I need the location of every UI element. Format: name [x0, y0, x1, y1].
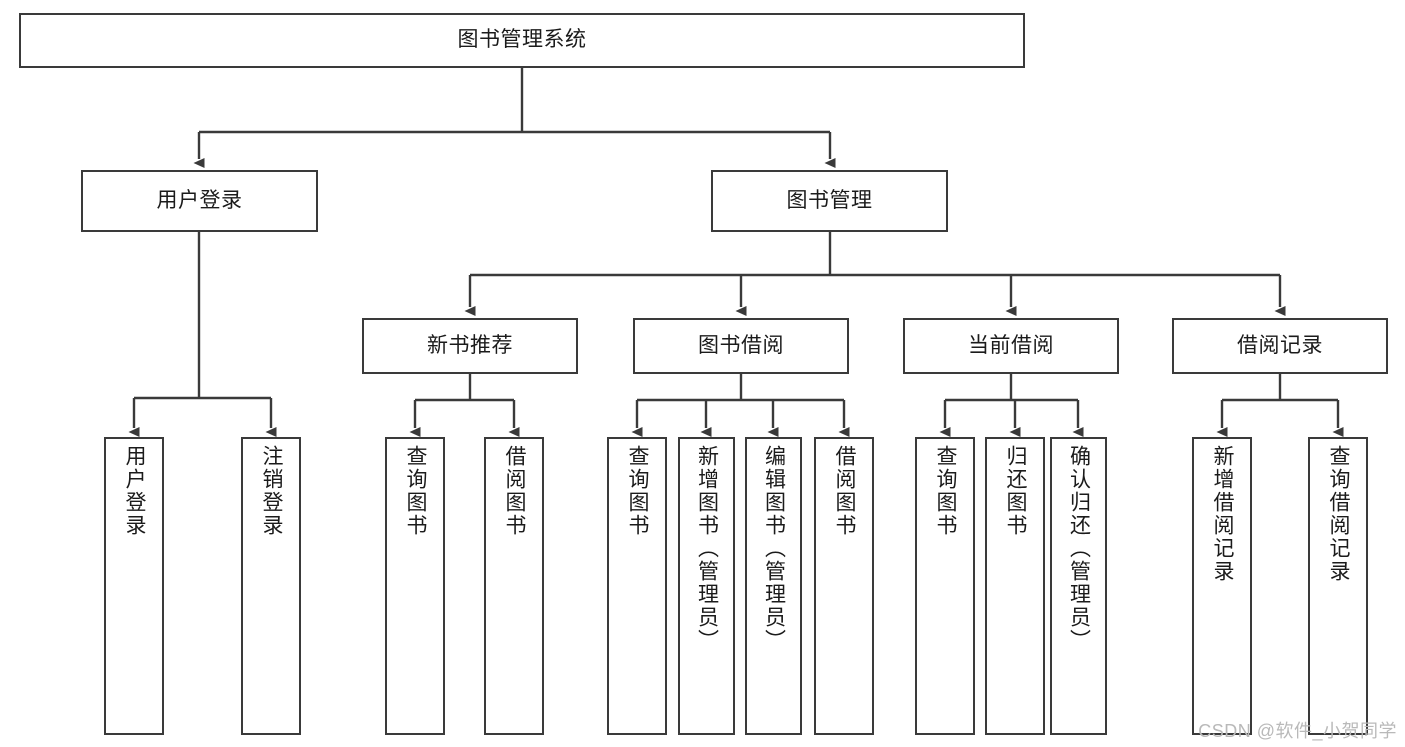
node-new-book-rec[interactable]: 新书推荐 — [362, 318, 578, 374]
node-user-logout[interactable]: 注销登录 — [241, 437, 301, 735]
node-borrow-record[interactable]: 借阅记录 — [1172, 318, 1388, 374]
node-br-add-record[interactable]: 新增借阅记录 — [1192, 437, 1252, 735]
node-cb-return-book-label: 归还图书 — [1004, 445, 1028, 537]
node-bb-edit-book-label: 编辑图书（管理员） — [762, 445, 786, 652]
node-cb-return-book[interactable]: 归还图书 — [985, 437, 1045, 735]
node-bb-query-book[interactable]: 查询图书 — [607, 437, 667, 735]
node-bb-edit-book[interactable]: 编辑图书（管理员） — [745, 437, 802, 735]
node-rec-borrow-book[interactable]: 借阅图书 — [484, 437, 544, 735]
node-borrow-record-label: 借阅记录 — [1237, 333, 1323, 357]
watermark-text: CSDN @软件_小贺同学 — [1198, 721, 1397, 741]
node-bb-borrow-book-label: 借阅图书 — [833, 445, 857, 537]
node-bb-add-book-label: 新增图书（管理员） — [695, 445, 719, 652]
node-user-login-do[interactable]: 用户登录 — [104, 437, 164, 735]
node-rec-query-book[interactable]: 查询图书 — [385, 437, 445, 735]
node-current-borrow[interactable]: 当前借阅 — [903, 318, 1119, 374]
node-book-borrow[interactable]: 图书借阅 — [633, 318, 849, 374]
node-book-manage[interactable]: 图书管理 — [711, 170, 948, 232]
node-bb-query-book-label: 查询图书 — [626, 445, 650, 537]
node-book-borrow-label: 图书借阅 — [698, 333, 784, 357]
node-bb-borrow-book[interactable]: 借阅图书 — [814, 437, 874, 735]
node-cb-confirm-return-label: 确认归还（管理员） — [1067, 445, 1091, 652]
node-root-label: 图书管理系统 — [457, 28, 587, 52]
node-br-query-record[interactable]: 查询借阅记录 — [1308, 437, 1368, 735]
node-user-login[interactable]: 用户登录 — [81, 170, 318, 232]
node-cb-query-book[interactable]: 查询图书 — [915, 437, 975, 735]
node-book-manage-label: 图书管理 — [786, 188, 873, 212]
node-cb-confirm-return[interactable]: 确认归还（管理员） — [1050, 437, 1107, 735]
node-rec-query-book-label: 查询图书 — [404, 445, 428, 537]
node-current-borrow-label: 当前借阅 — [968, 333, 1054, 357]
node-br-query-record-label: 查询借阅记录 — [1327, 445, 1351, 583]
node-br-add-record-label: 新增借阅记录 — [1211, 445, 1235, 583]
node-user-login-label: 用户登录 — [156, 188, 243, 212]
node-user-login-do-label: 用户登录 — [123, 445, 147, 537]
node-rec-borrow-book-label: 借阅图书 — [503, 445, 527, 537]
node-user-logout-label: 注销登录 — [260, 445, 284, 537]
node-root[interactable]: 图书管理系统 — [19, 13, 1025, 68]
node-cb-query-book-label: 查询图书 — [934, 445, 958, 537]
node-bb-add-book[interactable]: 新增图书（管理员） — [678, 437, 735, 735]
node-new-book-rec-label: 新书推荐 — [427, 333, 513, 357]
